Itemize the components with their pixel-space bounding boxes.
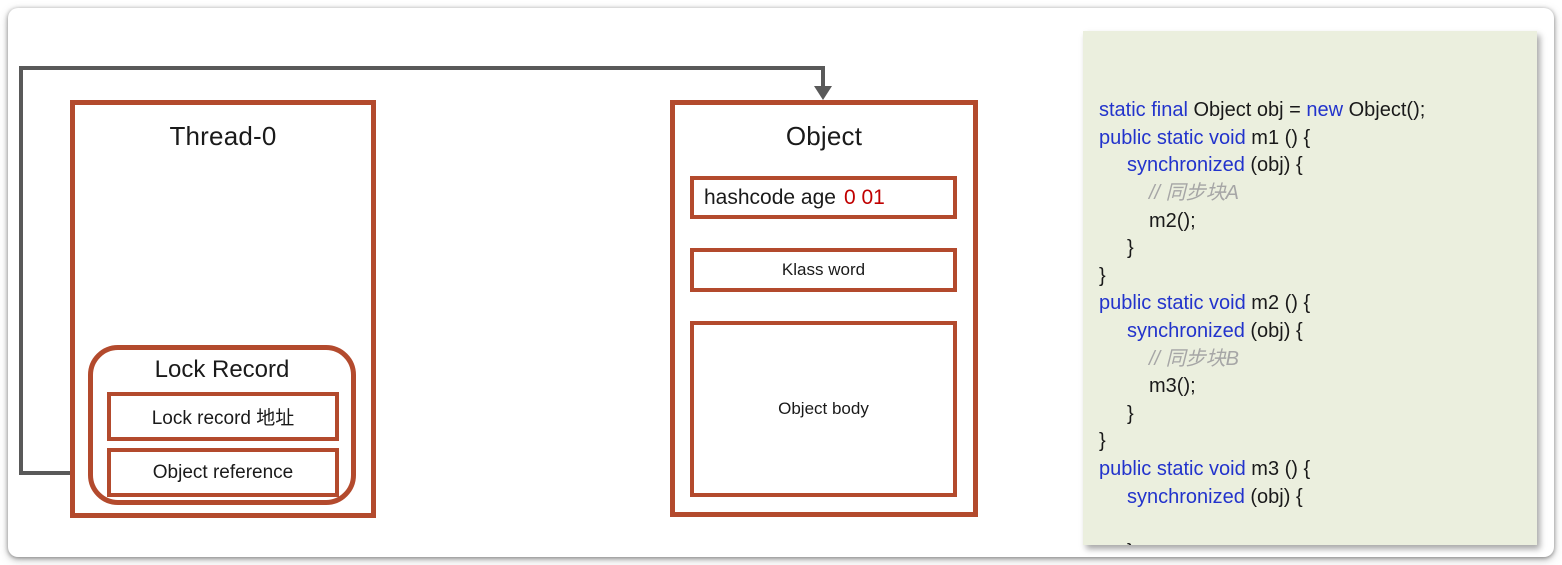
code-segment-comment: // 同步块B — [1149, 347, 1240, 370]
code-line: synchronized (obj) { — [1099, 484, 1529, 512]
code-segment-plain: m3(); — [1149, 375, 1196, 398]
code-segment-keyword: public static void — [1099, 292, 1246, 315]
code-line: } — [1099, 401, 1529, 429]
code-segment-keyword: public static void — [1099, 457, 1246, 480]
code-segment-plain: (obj) { — [1244, 485, 1303, 508]
klass-word-label: Klass word — [781, 260, 866, 279]
code-segment-plain: } — [1099, 264, 1106, 287]
code-segment-keyword: new — [1306, 99, 1344, 122]
code-segment-plain: Object obj = — [1187, 99, 1307, 122]
code-segment-plain: m2 () { — [1245, 292, 1311, 315]
code-line: m3(); — [1099, 373, 1529, 401]
object-reference-slot: Object reference — [107, 448, 339, 497]
lock-record-title: Lock Record — [154, 356, 290, 383]
code-line: // 同步块B — [1099, 346, 1529, 374]
klass-word-box: Klass word — [690, 248, 957, 292]
object-body-box: Object body — [690, 321, 957, 497]
object-box-title: Object — [785, 121, 863, 151]
object-body-label: Object body — [778, 399, 869, 418]
object-reference-label: Object reference — [152, 461, 294, 483]
code-segment-keyword: public static void — [1099, 126, 1246, 149]
code-line: // 同步块A — [1099, 180, 1529, 208]
code-line: } — [1099, 235, 1529, 263]
code-segment-keyword: static final — [1099, 99, 1188, 122]
code-segment-plain: } — [1127, 237, 1134, 260]
thread-box-title: Thread-0 — [169, 121, 277, 151]
code-segment-plain: m1 () { — [1245, 126, 1311, 149]
code-segment-plain: (obj) { — [1244, 319, 1303, 342]
code-segment-plain: } — [1127, 402, 1134, 425]
lock-record-address-label: Lock record 地址 — [151, 408, 295, 429]
mark-word-bits: 0 01 — [843, 185, 885, 209]
code-line: synchronized (obj) { — [1099, 318, 1529, 346]
code-segment-keyword: synchronized — [1127, 485, 1245, 508]
code-line: synchronized (obj) { — [1099, 152, 1529, 180]
code-segment-keyword: synchronized — [1127, 154, 1245, 177]
code-segment-plain: } — [1127, 541, 1134, 545]
mark-word-box: hashcode age 0 01 — [690, 176, 957, 219]
code-line: } — [1099, 263, 1529, 291]
code-line: } — [1099, 428, 1529, 456]
code-segment-plain: } — [1099, 430, 1106, 453]
code-line: m2(); — [1099, 208, 1529, 236]
mark-word-label: hashcode age — [704, 185, 836, 209]
code-line: public static void m1 () { — [1099, 125, 1529, 153]
code-panel: static final Object obj = new Object();p… — [1083, 31, 1537, 545]
code-segment-plain: m3 () { — [1245, 457, 1311, 480]
code-lines: static final Object obj = new Object();p… — [1099, 97, 1529, 545]
code-segment-plain: (obj) { — [1244, 154, 1303, 177]
code-line: } — [1099, 539, 1529, 545]
code-segment-plain: Object(); — [1343, 99, 1426, 122]
code-line: static final Object obj = new Object(); — [1099, 97, 1529, 125]
code-line — [1099, 511, 1529, 539]
code-segment-keyword: synchronized — [1127, 319, 1245, 342]
code-line: public static void m3 () { — [1099, 456, 1529, 484]
lock-record-address-slot: Lock record 地址 — [107, 392, 339, 441]
code-segment-plain: m2(); — [1149, 209, 1196, 232]
code-segment-comment: // 同步块A — [1149, 181, 1240, 204]
code-line: public static void m2 () { — [1099, 290, 1529, 318]
